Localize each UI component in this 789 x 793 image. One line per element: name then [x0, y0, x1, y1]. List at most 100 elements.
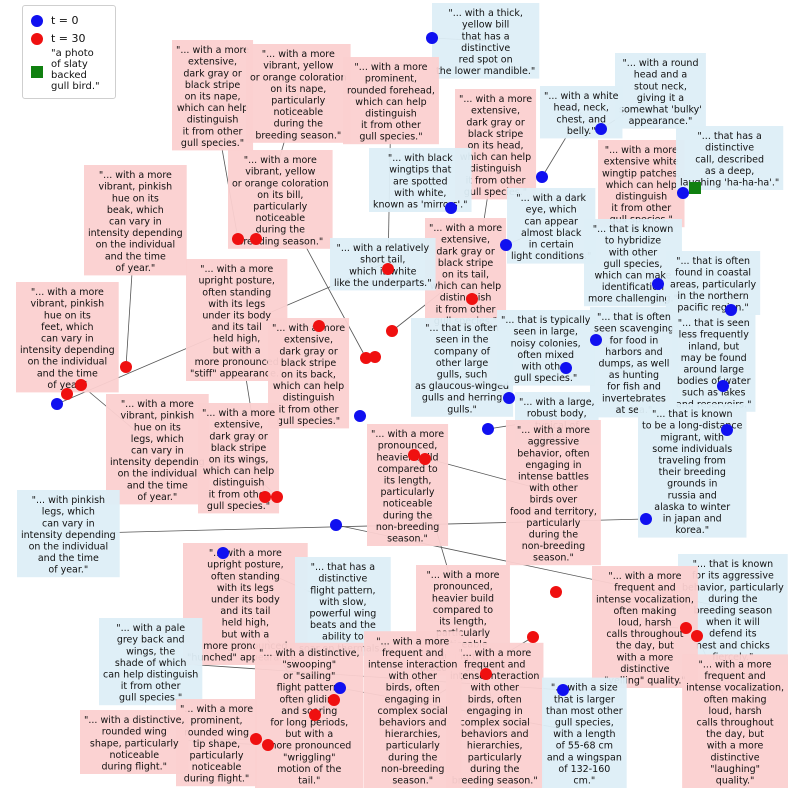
label-box-text: stout neck,: [634, 81, 687, 92]
label-box-text: extensive,: [284, 335, 333, 346]
label-box-text: can appear: [524, 216, 578, 227]
label-box-text: intense interaction: [368, 660, 457, 671]
label-box-text: "... that is known: [593, 224, 674, 235]
label-box-text: pacific region.": [677, 303, 748, 314]
point-t0: [217, 547, 229, 559]
point-t30: [271, 491, 283, 503]
point-t0: [334, 682, 346, 694]
label-box-text: calls throughout: [606, 629, 683, 640]
label-box-text: but with a: [213, 345, 261, 356]
point-t0: [725, 304, 737, 316]
point-t30: [309, 709, 321, 721]
label-box-text: "... that has a: [697, 131, 761, 142]
label-box-text: intense interaction: [450, 671, 539, 682]
label-box-text: with its legs: [208, 299, 265, 310]
label-box-text: rounded forehead,: [347, 85, 435, 96]
label-box-text: as glaucous-winged: [415, 381, 509, 392]
label-box-text: "... with a more: [31, 287, 104, 298]
label-box-text: particularly: [271, 96, 325, 107]
label-box-text: intensity depending: [20, 345, 115, 356]
label-box-text: on its bill,: [257, 190, 303, 201]
label-box-text: legs, which: [42, 507, 95, 518]
label-box-t30: "... with a distinctive,rounded wingshap…: [80, 710, 189, 774]
label-box-text: "laughing": [710, 764, 760, 775]
label-box-text: can vary in: [41, 334, 94, 345]
label-box-text: "... that is typically: [501, 315, 591, 326]
point-t30: [232, 233, 244, 245]
label-box-text: with a more: [617, 652, 674, 663]
label-box-text: "... that is often: [425, 323, 499, 334]
label-box-text: frequent and: [464, 660, 525, 671]
legend-target-label: "a photo of slaty backed gull bird.": [51, 48, 100, 92]
label-box-text: "... with a more: [371, 429, 444, 440]
label-box-text: its length,: [384, 476, 432, 487]
label-box-text: "... with a more: [121, 399, 194, 410]
label-box-text: frequent and: [382, 648, 443, 659]
label-box-text: rounded wing: [102, 727, 167, 738]
label-box-text: can vary in: [131, 446, 184, 457]
label-box-text: for fish and: [607, 382, 661, 393]
label-box-text: gull species.": [119, 693, 182, 704]
label-box-text: "... with pinkish: [32, 495, 105, 506]
point-t30: [262, 739, 274, 751]
label-box-text: distinctive: [620, 664, 669, 675]
label-box-text: and its tail: [220, 606, 270, 617]
label-box-text: gull species.": [181, 138, 244, 149]
label-box-text: compared to: [377, 464, 437, 475]
label-box-text: red spot on: [459, 55, 513, 66]
point-t30: [550, 586, 562, 598]
label-box-text: ability to: [322, 632, 364, 643]
label-box-text: more challenging.": [588, 294, 678, 305]
label-box-text: traveling from: [659, 456, 726, 467]
label-box-text: inland, but: [688, 341, 739, 352]
label-box-text: seen in the: [436, 335, 489, 346]
label-box-text: alaska to winter: [654, 502, 730, 513]
label-box-text: "... with a more: [200, 264, 273, 275]
label-box-text: it from other: [436, 304, 496, 315]
point-t0: [330, 519, 342, 531]
label-box-text: "... with a more: [180, 704, 253, 715]
point-t30: [259, 491, 271, 503]
label-box-text: with slow,: [319, 597, 366, 608]
label-box-text: and the time: [105, 251, 166, 262]
point-t30: [313, 320, 325, 332]
label-box-text: more pronounced: [267, 741, 351, 752]
label-box-text: dark gray or: [436, 246, 494, 257]
label-box-text: black stripe: [185, 80, 240, 91]
label-box-text: invertebrates: [602, 393, 666, 404]
label-box-text: but with a: [285, 729, 333, 740]
label-box-text: "... that is often: [597, 312, 671, 323]
label-box-text: "... that is often: [676, 256, 750, 267]
label-box-text: distinguish: [187, 115, 239, 126]
label-box-text: to hybridize: [605, 236, 661, 247]
label-box-text: can vary in: [42, 518, 95, 529]
point-t30: [408, 449, 420, 461]
label-box-text: wingtips that: [389, 165, 451, 176]
label-box-text: giving it a: [637, 93, 684, 104]
label-box-text: "... with a more: [376, 636, 449, 647]
label-box-text: noticeable: [274, 107, 324, 118]
label-box-text: which can help: [177, 103, 248, 114]
label-box-text: with other: [609, 247, 658, 258]
point-t0: [721, 424, 733, 436]
label-box-text: black stripe: [211, 443, 266, 454]
label-box-text: rounded wing: [184, 727, 249, 738]
label-box-text: held high,: [222, 618, 269, 629]
label-box-text: black stripe: [438, 258, 493, 269]
label-box-text: with other: [529, 483, 578, 494]
label-box-text: and the time: [127, 480, 188, 491]
label-box-text: as hunting: [609, 370, 659, 381]
label-box-text: call, described: [695, 154, 764, 165]
label-box-text: tail.": [298, 776, 320, 787]
label-box-text: pronounced,: [378, 441, 438, 452]
label-box-text: particularly: [190, 751, 244, 762]
label-box-text: during flight.": [184, 774, 249, 785]
